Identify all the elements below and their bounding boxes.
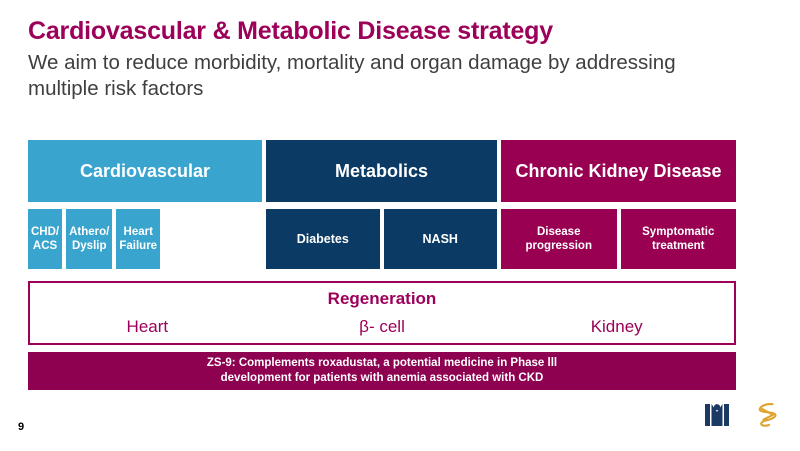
regeneration-panel[interactable]: Regeneration Heart β- cell Kidney bbox=[28, 281, 736, 345]
footnote-line-2: development for patients with anemia ass… bbox=[220, 372, 544, 384]
sub-box-symptomatic-treatment[interactable]: Symptomatic treatment bbox=[620, 209, 736, 269]
sub-box-athero-dyslip[interactable]: Athero/ Dyslip bbox=[66, 209, 113, 269]
matrix-column-cardiovascular: Cardiovascular CHD/ ACS Athero/ Dyslip bbox=[28, 140, 262, 269]
sub-row-chronic-kidney-disease: Disease progression Symptomatic treatmen… bbox=[501, 209, 736, 269]
sub-box-line: CHD/ bbox=[31, 226, 60, 238]
regeneration-item-kidney: Kidney bbox=[590, 317, 643, 336]
sub-box-line: NASH bbox=[422, 232, 458, 246]
footer-logos bbox=[704, 400, 782, 430]
footnote-text: ZS-9: Complements roxadustat, a potentia… bbox=[197, 356, 567, 386]
sub-box-line: Athero/ bbox=[69, 226, 110, 238]
medimmune-logo-icon bbox=[704, 402, 730, 428]
sub-box-line: treatment bbox=[652, 240, 705, 252]
sub-box-line: Heart bbox=[123, 226, 153, 238]
matrix-column-chronic-kidney-disease: Chronic Kidney Disease Disease progressi… bbox=[501, 140, 736, 269]
regeneration-title: Regeneration bbox=[327, 289, 437, 308]
group-header-metabolics[interactable]: Metabolics bbox=[266, 140, 497, 202]
strategy-matrix: Cardiovascular CHD/ ACS Athero/ Dyslip bbox=[28, 140, 736, 269]
sub-box-disease-progression[interactable]: Disease progression bbox=[501, 209, 617, 269]
footnote-banner: ZS-9: Complements roxadustat, a potentia… bbox=[28, 352, 736, 390]
sub-box-line: Dyslip bbox=[71, 240, 107, 252]
sub-box-line: Disease bbox=[537, 226, 581, 238]
sub-box-line: Diabetes bbox=[296, 232, 349, 246]
sub-row-cardiovascular: CHD/ ACS Athero/ Dyslip Heart Failure bbox=[28, 209, 262, 269]
regeneration-item-heart: Heart bbox=[126, 317, 169, 336]
page-title: Cardiovascular & Metabolic Disease strat… bbox=[28, 17, 553, 45]
sub-box-heart-failure[interactable]: Heart Failure bbox=[116, 209, 161, 269]
page-number: 9 bbox=[18, 421, 25, 433]
title-block: Cardiovascular & Metabolic Disease strat… bbox=[28, 16, 748, 102]
sub-box-line: Symptomatic bbox=[642, 226, 715, 238]
sub-box-line: ACS bbox=[32, 240, 58, 252]
group-header-chronic-kidney-disease[interactable]: Chronic Kidney Disease bbox=[501, 140, 736, 202]
astrazeneca-logo-icon bbox=[752, 400, 782, 430]
page-subtitle: We aim to reduce morbidity, mortality an… bbox=[28, 51, 676, 100]
sub-box-diabetes[interactable]: Diabetes bbox=[266, 209, 380, 269]
sub-box-chd-acs[interactable]: CHD/ ACS bbox=[28, 209, 63, 269]
sub-box-line: progression bbox=[525, 240, 592, 252]
group-header-cardiovascular[interactable]: Cardiovascular bbox=[28, 140, 262, 202]
sub-row-metabolics: Diabetes NASH bbox=[266, 209, 497, 269]
regeneration-item-beta-cell: β- cell bbox=[359, 317, 405, 336]
footnote-line-1: ZS-9: Complements roxadustat, a potentia… bbox=[206, 357, 558, 369]
matrix-columns: Cardiovascular CHD/ ACS Athero/ Dyslip bbox=[28, 140, 736, 269]
matrix-column-metabolics: Metabolics Diabetes NASH bbox=[266, 140, 497, 269]
sub-box-line: Failure bbox=[119, 240, 158, 252]
regeneration-items: Heart β- cell Kidney bbox=[30, 316, 734, 337]
sub-box-nash[interactable]: NASH bbox=[383, 209, 497, 269]
